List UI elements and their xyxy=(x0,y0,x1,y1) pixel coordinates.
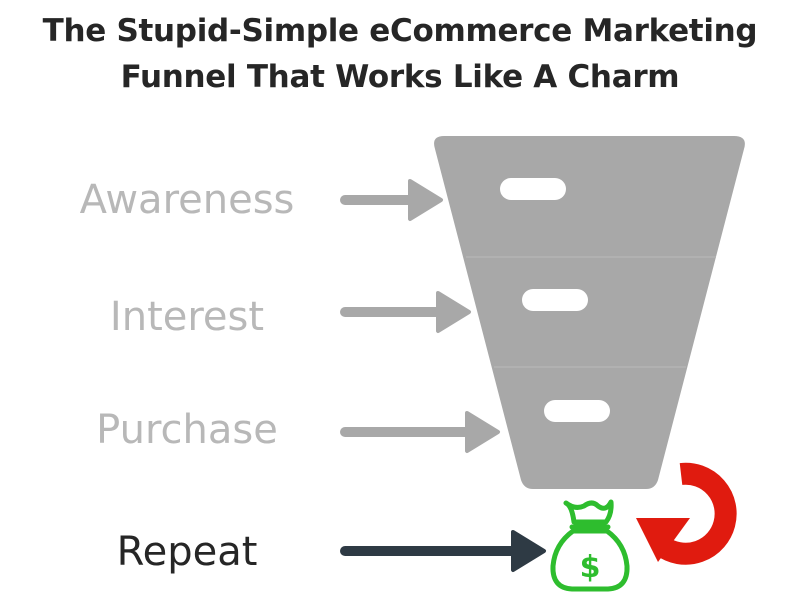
title-line-2: Funnel That Works Like A Charm xyxy=(120,59,680,95)
page-title: The Stupid-Simple eCommerce Marketing Fu… xyxy=(0,8,800,100)
funnel-shape xyxy=(434,136,745,489)
stage-label-interest: Interest xyxy=(109,294,265,340)
interest-arrow-icon xyxy=(340,291,471,333)
title-line-1: The Stupid-Simple eCommerce Marketing xyxy=(42,13,758,49)
money-bag-symbol: $ xyxy=(580,550,601,585)
funnel-slot-awareness xyxy=(500,178,566,200)
stage-label-awareness: Awareness xyxy=(79,177,295,223)
funnel-slot-interest xyxy=(522,289,588,311)
repeat-arrow-icon xyxy=(636,462,737,565)
awareness-arrow-icon xyxy=(340,179,443,221)
stage-label-repeat: Repeat xyxy=(116,529,258,575)
funnel-slot-purchase xyxy=(544,400,610,422)
stage-label-purchase: Purchase xyxy=(96,407,278,453)
repeat-arrow-pointer-icon xyxy=(340,530,546,572)
money-bag-icon: $ xyxy=(550,499,630,592)
purchase-arrow-icon xyxy=(340,411,500,453)
